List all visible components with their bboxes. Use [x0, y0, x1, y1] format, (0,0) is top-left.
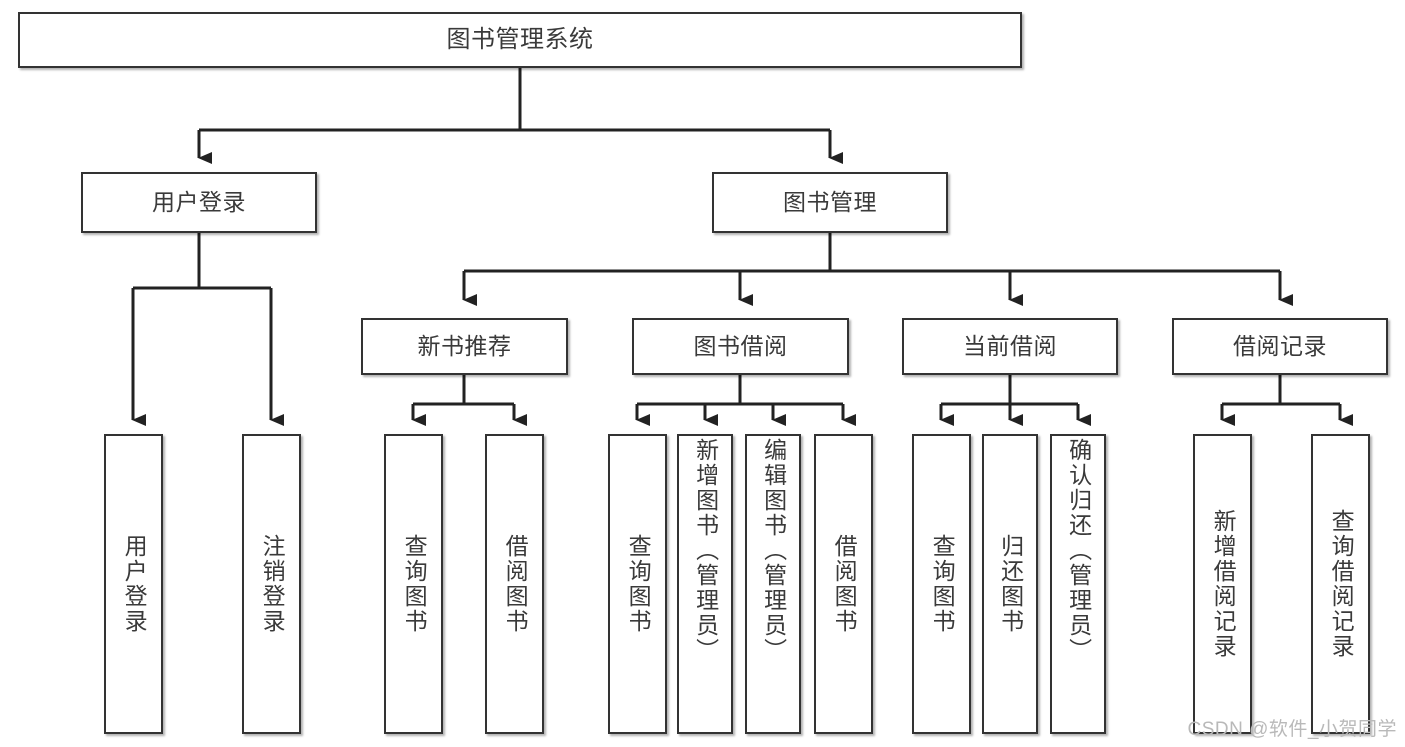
node-root-label: 图书管理系统 [446, 25, 594, 53]
leaf-edit-book[interactable]: 编辑图书（管理员） [745, 434, 801, 734]
leaf-query-book-current-label: 查询图书 [929, 534, 956, 634]
leaf-edit-book-label: 编辑图书（管理员） [760, 438, 787, 663]
leaf-borrow-book-label: 借阅图书 [831, 534, 858, 634]
leaf-query-book-recommend[interactable]: 查询图书 [384, 434, 443, 734]
leaf-confirm-return-label: 确认归还（管理员） [1065, 438, 1092, 663]
node-current-borrow[interactable]: 当前借阅 [902, 318, 1118, 375]
leaf-query-book-recommend-label: 查询图书 [401, 534, 428, 634]
leaf-add-borrow-record-label: 新增借阅记录 [1210, 509, 1237, 659]
node-current-borrow-label: 当前借阅 [963, 332, 1057, 359]
leaf-query-borrow-record[interactable]: 查询借阅记录 [1311, 434, 1370, 734]
node-user-login-label: 用户登录 [152, 188, 246, 215]
leaf-query-book-borrow[interactable]: 查询图书 [608, 434, 667, 734]
node-new-book-recommend[interactable]: 新书推荐 [361, 318, 568, 375]
leaf-borrow-book-recommend-label: 借阅图书 [502, 534, 529, 634]
leaf-borrow-book-recommend[interactable]: 借阅图书 [485, 434, 544, 734]
leaf-add-book[interactable]: 新增图书（管理员） [677, 434, 733, 734]
node-book-management-label: 图书管理 [783, 188, 877, 215]
node-borrow-record-label: 借阅记录 [1233, 332, 1327, 359]
node-borrow-record[interactable]: 借阅记录 [1172, 318, 1388, 375]
leaf-query-book-borrow-label: 查询图书 [625, 534, 652, 634]
leaf-query-book-current[interactable]: 查询图书 [912, 434, 971, 734]
node-book-borrow-label: 图书借阅 [693, 332, 788, 359]
leaf-confirm-return[interactable]: 确认归还（管理员） [1050, 434, 1106, 734]
leaf-add-book-label: 新增图书（管理员） [692, 438, 719, 663]
node-new-book-recommend-label: 新书推荐 [417, 332, 512, 359]
leaf-return-book-label: 归还图书 [997, 534, 1024, 634]
leaf-logout-login[interactable]: 注销登录 [242, 434, 301, 734]
leaf-query-borrow-record-label: 查询借阅记录 [1328, 509, 1355, 659]
node-root-book-management-system[interactable]: 图书管理系统 [18, 12, 1022, 68]
node-book-management[interactable]: 图书管理 [712, 172, 948, 233]
leaf-add-borrow-record[interactable]: 新增借阅记录 [1193, 434, 1252, 734]
leaf-user-login[interactable]: 用户登录 [104, 434, 163, 734]
leaf-borrow-book[interactable]: 借阅图书 [814, 434, 873, 734]
leaf-return-book[interactable]: 归还图书 [982, 434, 1038, 734]
leaf-user-login-label: 用户登录 [121, 534, 148, 634]
leaf-logout-login-label: 注销登录 [259, 534, 286, 634]
node-user-login[interactable]: 用户登录 [81, 172, 317, 233]
node-book-borrow[interactable]: 图书借阅 [632, 318, 849, 375]
